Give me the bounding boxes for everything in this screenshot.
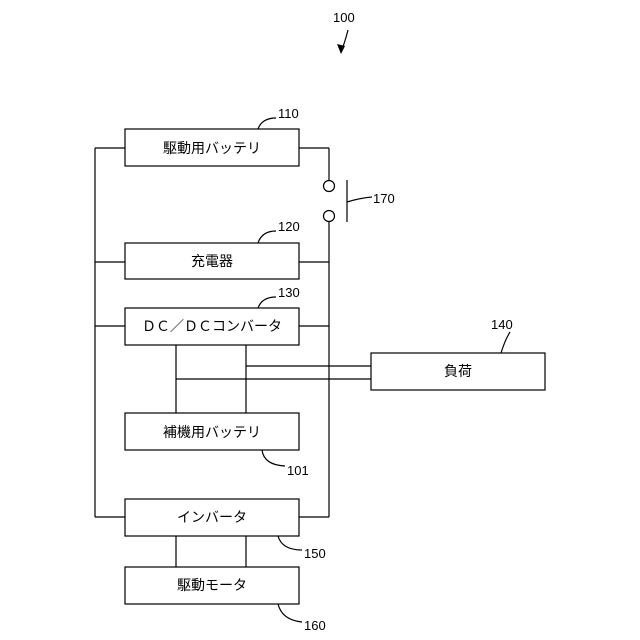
load-label: 負荷 (444, 364, 472, 380)
charger-block: 充電器 (125, 243, 299, 279)
left-bus-wires (95, 148, 125, 517)
drive-motor-block: 駆動モータ (125, 567, 299, 604)
inverter-label: インバータ (177, 510, 247, 526)
aux-battery-label: 補機用バッテリ (163, 425, 261, 441)
drive-battery-leader (258, 118, 276, 129)
figure-ref-label: 100 (333, 10, 355, 25)
right-bus-wires (299, 148, 329, 517)
drive-motor-leader (278, 604, 302, 622)
load-ref-label: 140 (491, 317, 513, 332)
drive-battery-block: 駆動用バッテリ (125, 129, 299, 166)
inverter-leader (278, 536, 302, 550)
aux-battery-block: 補機用バッテリ (125, 413, 299, 450)
dcdc-converter-ref-label: 130 (278, 285, 300, 300)
drive-motor-label: 駆動モータ (177, 578, 247, 594)
figure-ref-arrow (337, 30, 348, 54)
dcdc-internal-wires (176, 345, 371, 413)
switch-contact-lower (324, 211, 335, 222)
inverter-motor-wires (176, 536, 246, 567)
dcdc-converter-block: ＤＣ／ＤＣコンバータ (125, 308, 299, 345)
charger-label: 充電器 (191, 254, 233, 270)
load-block: 負荷 (371, 353, 545, 390)
drive-battery-ref-label: 110 (278, 106, 299, 121)
switch-ref-label: 170 (373, 191, 395, 206)
dcdc-converter-leader (258, 297, 276, 308)
switch-contact-upper (324, 181, 335, 192)
drive-motor-ref-label: 160 (304, 618, 326, 633)
inverter-ref-label: 150 (304, 546, 326, 561)
switch-170 (324, 180, 373, 222)
aux-battery-ref-label: 101 (287, 463, 309, 478)
aux-battery-leader (262, 450, 285, 466)
load-leader (501, 332, 510, 353)
inverter-block: インバータ (125, 499, 299, 536)
charger-leader (258, 231, 276, 243)
dcdc-converter-label: ＤＣ／ＤＣコンバータ (142, 319, 282, 335)
drive-battery-label: 駆動用バッテリ (163, 141, 261, 157)
charger-ref-label: 120 (278, 219, 300, 234)
